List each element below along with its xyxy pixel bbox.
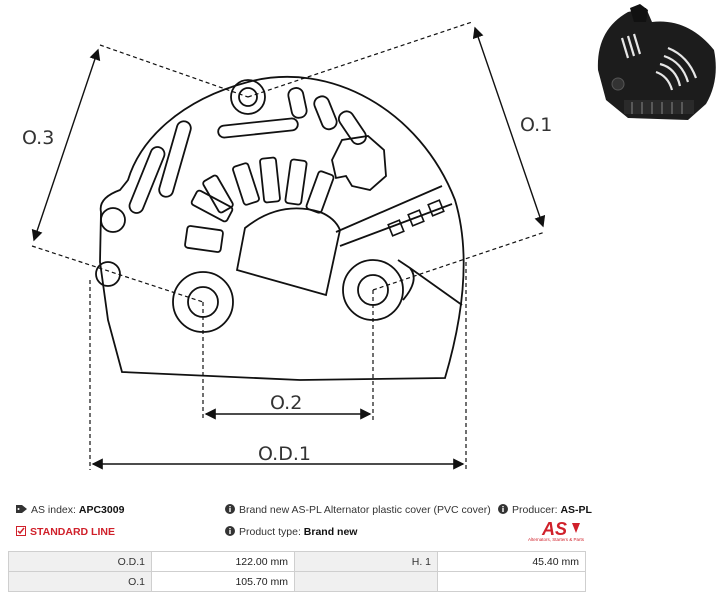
producer-value: AS-PL <box>560 504 592 516</box>
lower-right-wedge <box>397 259 463 306</box>
spec-key <box>294 571 438 592</box>
center-window <box>235 207 341 297</box>
left-hole-top <box>100 207 126 233</box>
technical-drawing: O.3 O.1 O.2 O.D.1 <box>22 21 552 470</box>
top-boss-outer <box>230 79 266 115</box>
specs-table: O.D.1 122.00 mm H. 1 45.40 mm O.1 105.70… <box>8 551 586 592</box>
product-photo <box>597 4 716 120</box>
left-hole-bottom <box>95 261 121 287</box>
spec-key: O.1 <box>8 571 152 592</box>
spec-key: H. 1 <box>294 551 438 572</box>
product-description: Brand new AS-PL Alternator plastic cover… <box>225 504 491 517</box>
info-icon <box>498 504 508 517</box>
right-cutout <box>331 135 387 191</box>
table-row: O.1 105.70 mm <box>8 571 586 592</box>
tag-icon <box>16 504 27 517</box>
dimension-lines <box>31 21 546 470</box>
spec-value: 122.00 mm <box>151 551 295 572</box>
label-o2: O.2 <box>270 392 302 414</box>
spec-key: O.D.1 <box>8 551 152 572</box>
inner-slots <box>184 156 335 253</box>
as-index: AS index: APC3009 <box>16 504 124 517</box>
info-icon <box>225 526 235 539</box>
standard-line-badge: STANDARD LINE <box>16 526 115 539</box>
cover-outline <box>99 76 465 381</box>
label-o1: O.1 <box>520 114 552 136</box>
band-windows <box>387 199 445 237</box>
logo-tagline: Alternators, Starters & Parts <box>528 537 585 542</box>
spec-value: 45.40 mm <box>437 551 586 572</box>
as-index-value: APC3009 <box>78 504 125 516</box>
outer-slots <box>128 87 367 214</box>
label-od1: O.D.1 <box>258 443 311 465</box>
svg-text:AS: AS <box>541 519 567 539</box>
producer: Producer: AS-PL <box>498 504 592 517</box>
checkbox-icon <box>16 526 26 539</box>
spec-value <box>437 571 586 592</box>
as-pl-logo: AS <box>541 519 580 539</box>
spec-value: 105.70 mm <box>151 571 295 592</box>
dimension-arrows <box>31 26 546 470</box>
right-band <box>335 185 453 247</box>
product-type-value: Brand new <box>303 526 358 538</box>
label-o3: O.3 <box>22 127 54 149</box>
info-icon <box>225 504 235 517</box>
table-row: O.D.1 122.00 mm H. 1 45.40 mm <box>8 551 586 572</box>
product-type: Product type: Brand new <box>225 526 357 539</box>
top-boss-inner <box>238 87 258 107</box>
